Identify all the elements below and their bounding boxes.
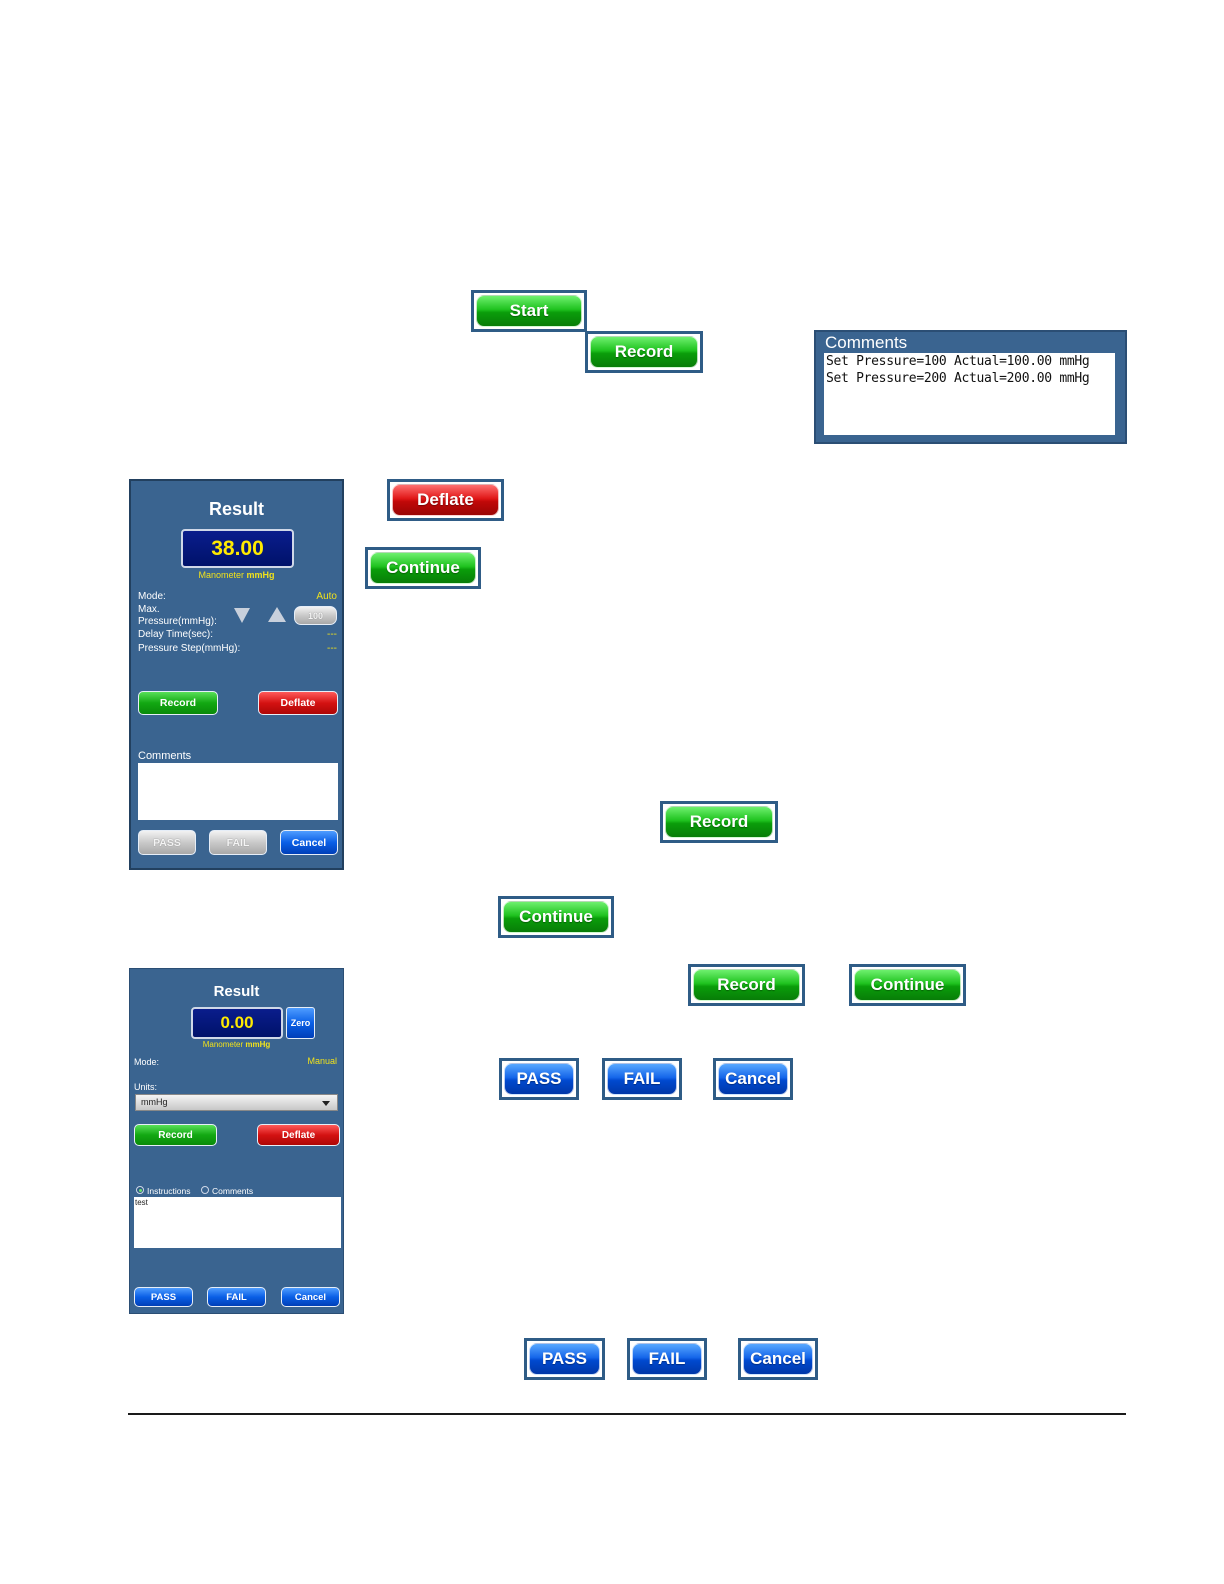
cancel-button[interactable]: Cancel bbox=[738, 1338, 818, 1380]
manometer-caption: Manometer mmHg bbox=[131, 570, 342, 580]
comments-panel: Comments Set Pressure=100 Actual=100.00 … bbox=[814, 330, 1127, 444]
instructions-radio[interactable] bbox=[136, 1186, 144, 1194]
manometer-caption: Manometer mmHg bbox=[130, 1040, 343, 1049]
screen-cancel-button[interactable]: Cancel bbox=[280, 830, 338, 855]
manometer-unit: mmHg bbox=[245, 1040, 271, 1049]
result-title: Result bbox=[213, 983, 260, 1000]
pressure-step-label: Pressure Step(mmHg): bbox=[138, 643, 241, 654]
result-screen-auto: Result 38.00 Manometer mmHg Mode: Auto M… bbox=[129, 479, 344, 870]
max-pressure-label: Max. Pressure(mmHg): bbox=[138, 604, 217, 628]
continue-button[interactable]: Continue bbox=[365, 547, 481, 589]
continue-button-label: Continue bbox=[503, 901, 609, 933]
cancel-button-label: Cancel bbox=[718, 1063, 788, 1095]
deflate-button[interactable]: Deflate bbox=[387, 479, 504, 521]
mode-label: Mode: bbox=[134, 1057, 160, 1067]
pass-button-label: PASS bbox=[504, 1063, 574, 1095]
result-screen-manual: Result 0.00 Zero Manometer mmHg Mode: Ma… bbox=[129, 968, 344, 1314]
continue-button-label: Continue bbox=[370, 552, 476, 584]
mode-value: Auto bbox=[316, 591, 337, 602]
screen-fail-button[interactable]: FAIL bbox=[207, 1287, 266, 1307]
screen-record-button[interactable]: Record bbox=[138, 691, 218, 715]
fail-button[interactable]: FAIL bbox=[602, 1058, 682, 1100]
screen-fail-button[interactable]: FAIL bbox=[209, 830, 267, 855]
start-button-label: Start bbox=[476, 295, 582, 327]
screen-pass-button[interactable]: PASS bbox=[134, 1287, 193, 1307]
continue-button[interactable]: Continue bbox=[498, 896, 614, 938]
screen-deflate-button[interactable]: Deflate bbox=[258, 691, 338, 715]
comment-line: Set Pressure=200 Actual=200.00 mmHg bbox=[826, 371, 1090, 386]
record-button-label: Record bbox=[665, 806, 773, 838]
record-button[interactable]: Record bbox=[688, 964, 805, 1006]
fail-button[interactable]: FAIL bbox=[627, 1338, 707, 1380]
comments-title: Comments bbox=[825, 333, 908, 352]
screen-comments-label: Comments bbox=[138, 750, 192, 762]
max-pressure-value-button[interactable]: 100 bbox=[294, 606, 337, 625]
manometer-label: Manometer bbox=[202, 1040, 244, 1049]
units-select-value: mmHg bbox=[141, 1097, 168, 1107]
delay-label: Delay Time(sec): bbox=[138, 629, 214, 640]
start-button[interactable]: Start bbox=[471, 290, 587, 332]
units-label: Units: bbox=[134, 1082, 158, 1092]
delay-value: --- bbox=[327, 629, 337, 640]
footer-divider bbox=[128, 1413, 1126, 1415]
screen-record-button[interactable]: Record bbox=[134, 1124, 217, 1146]
instructions-radio-label: Instructions bbox=[147, 1186, 191, 1196]
radio-dot bbox=[138, 1188, 142, 1192]
manometer-label: Manometer bbox=[198, 570, 244, 580]
units-select[interactable]: mmHg bbox=[135, 1094, 338, 1111]
zero-button[interactable]: Zero bbox=[286, 1007, 315, 1039]
comments-radio[interactable] bbox=[201, 1186, 209, 1194]
instructions-text-value: test bbox=[135, 1198, 148, 1207]
max-pressure-label-line2: Pressure(mmHg): bbox=[138, 616, 217, 627]
mode-value: Manual bbox=[307, 1056, 337, 1066]
pressure-step-value: --- bbox=[327, 643, 337, 654]
pass-button[interactable]: PASS bbox=[499, 1058, 579, 1100]
instructions-text-field[interactable]: test bbox=[134, 1197, 341, 1248]
screen-deflate-button[interactable]: Deflate bbox=[257, 1124, 340, 1146]
manometer-unit: mmHg bbox=[246, 570, 275, 580]
screen-cancel-button[interactable]: Cancel bbox=[281, 1287, 340, 1307]
screen-pass-button[interactable]: PASS bbox=[138, 830, 196, 855]
deflate-button-label: Deflate bbox=[392, 484, 499, 516]
result-title: Result bbox=[208, 499, 264, 519]
record-button-label: Record bbox=[590, 336, 698, 368]
max-pressure-label-line1: Max. bbox=[138, 604, 160, 615]
comments-textarea[interactable]: Set Pressure=100 Actual=100.00 mmHg Set … bbox=[824, 353, 1115, 435]
screen-comments-field[interactable] bbox=[138, 763, 338, 820]
continue-button[interactable]: Continue bbox=[849, 964, 966, 1006]
record-button[interactable]: Record bbox=[660, 801, 778, 843]
decrease-arrow-icon[interactable] bbox=[234, 608, 250, 623]
comments-radio-label: Comments bbox=[212, 1186, 254, 1196]
pass-button-label: PASS bbox=[529, 1343, 600, 1375]
fail-button-label: FAIL bbox=[632, 1343, 702, 1375]
increase-arrow-icon[interactable] bbox=[268, 607, 286, 622]
record-button-label: Record bbox=[693, 969, 800, 1001]
fail-button-label: FAIL bbox=[607, 1063, 677, 1095]
continue-button-label: Continue bbox=[854, 969, 961, 1001]
chevron-down-icon bbox=[322, 1101, 330, 1106]
comment-line: Set Pressure=100 Actual=100.00 mmHg bbox=[826, 354, 1090, 369]
cancel-button[interactable]: Cancel bbox=[713, 1058, 793, 1100]
manometer-readout: 38.00 bbox=[181, 529, 294, 568]
manometer-readout: 0.00 bbox=[191, 1007, 283, 1039]
mode-label: Mode: bbox=[138, 591, 166, 602]
record-button[interactable]: Record bbox=[585, 331, 703, 373]
pass-button[interactable]: PASS bbox=[524, 1338, 605, 1380]
cancel-button-label: Cancel bbox=[743, 1343, 813, 1375]
